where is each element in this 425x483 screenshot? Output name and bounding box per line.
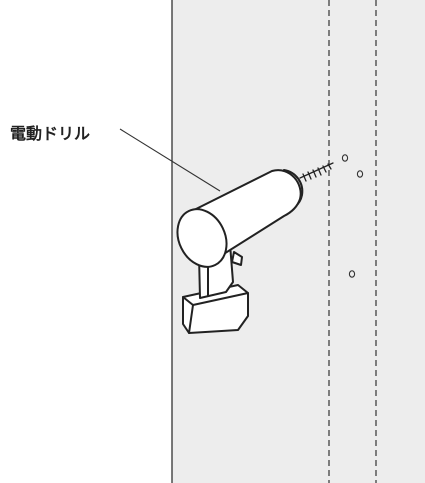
screw-hole	[348, 270, 356, 278]
screw-hole	[356, 170, 364, 178]
screw-hole	[341, 154, 349, 162]
battery-front-edge	[188, 304, 194, 334]
drill-rear-cap	[176, 208, 228, 268]
drill-trigger	[231, 251, 243, 266]
drill-label: 電動ドリル	[10, 124, 90, 143]
electric-drill	[176, 162, 334, 334]
screw-bit	[299, 162, 334, 182]
leader-line	[119, 128, 221, 192]
